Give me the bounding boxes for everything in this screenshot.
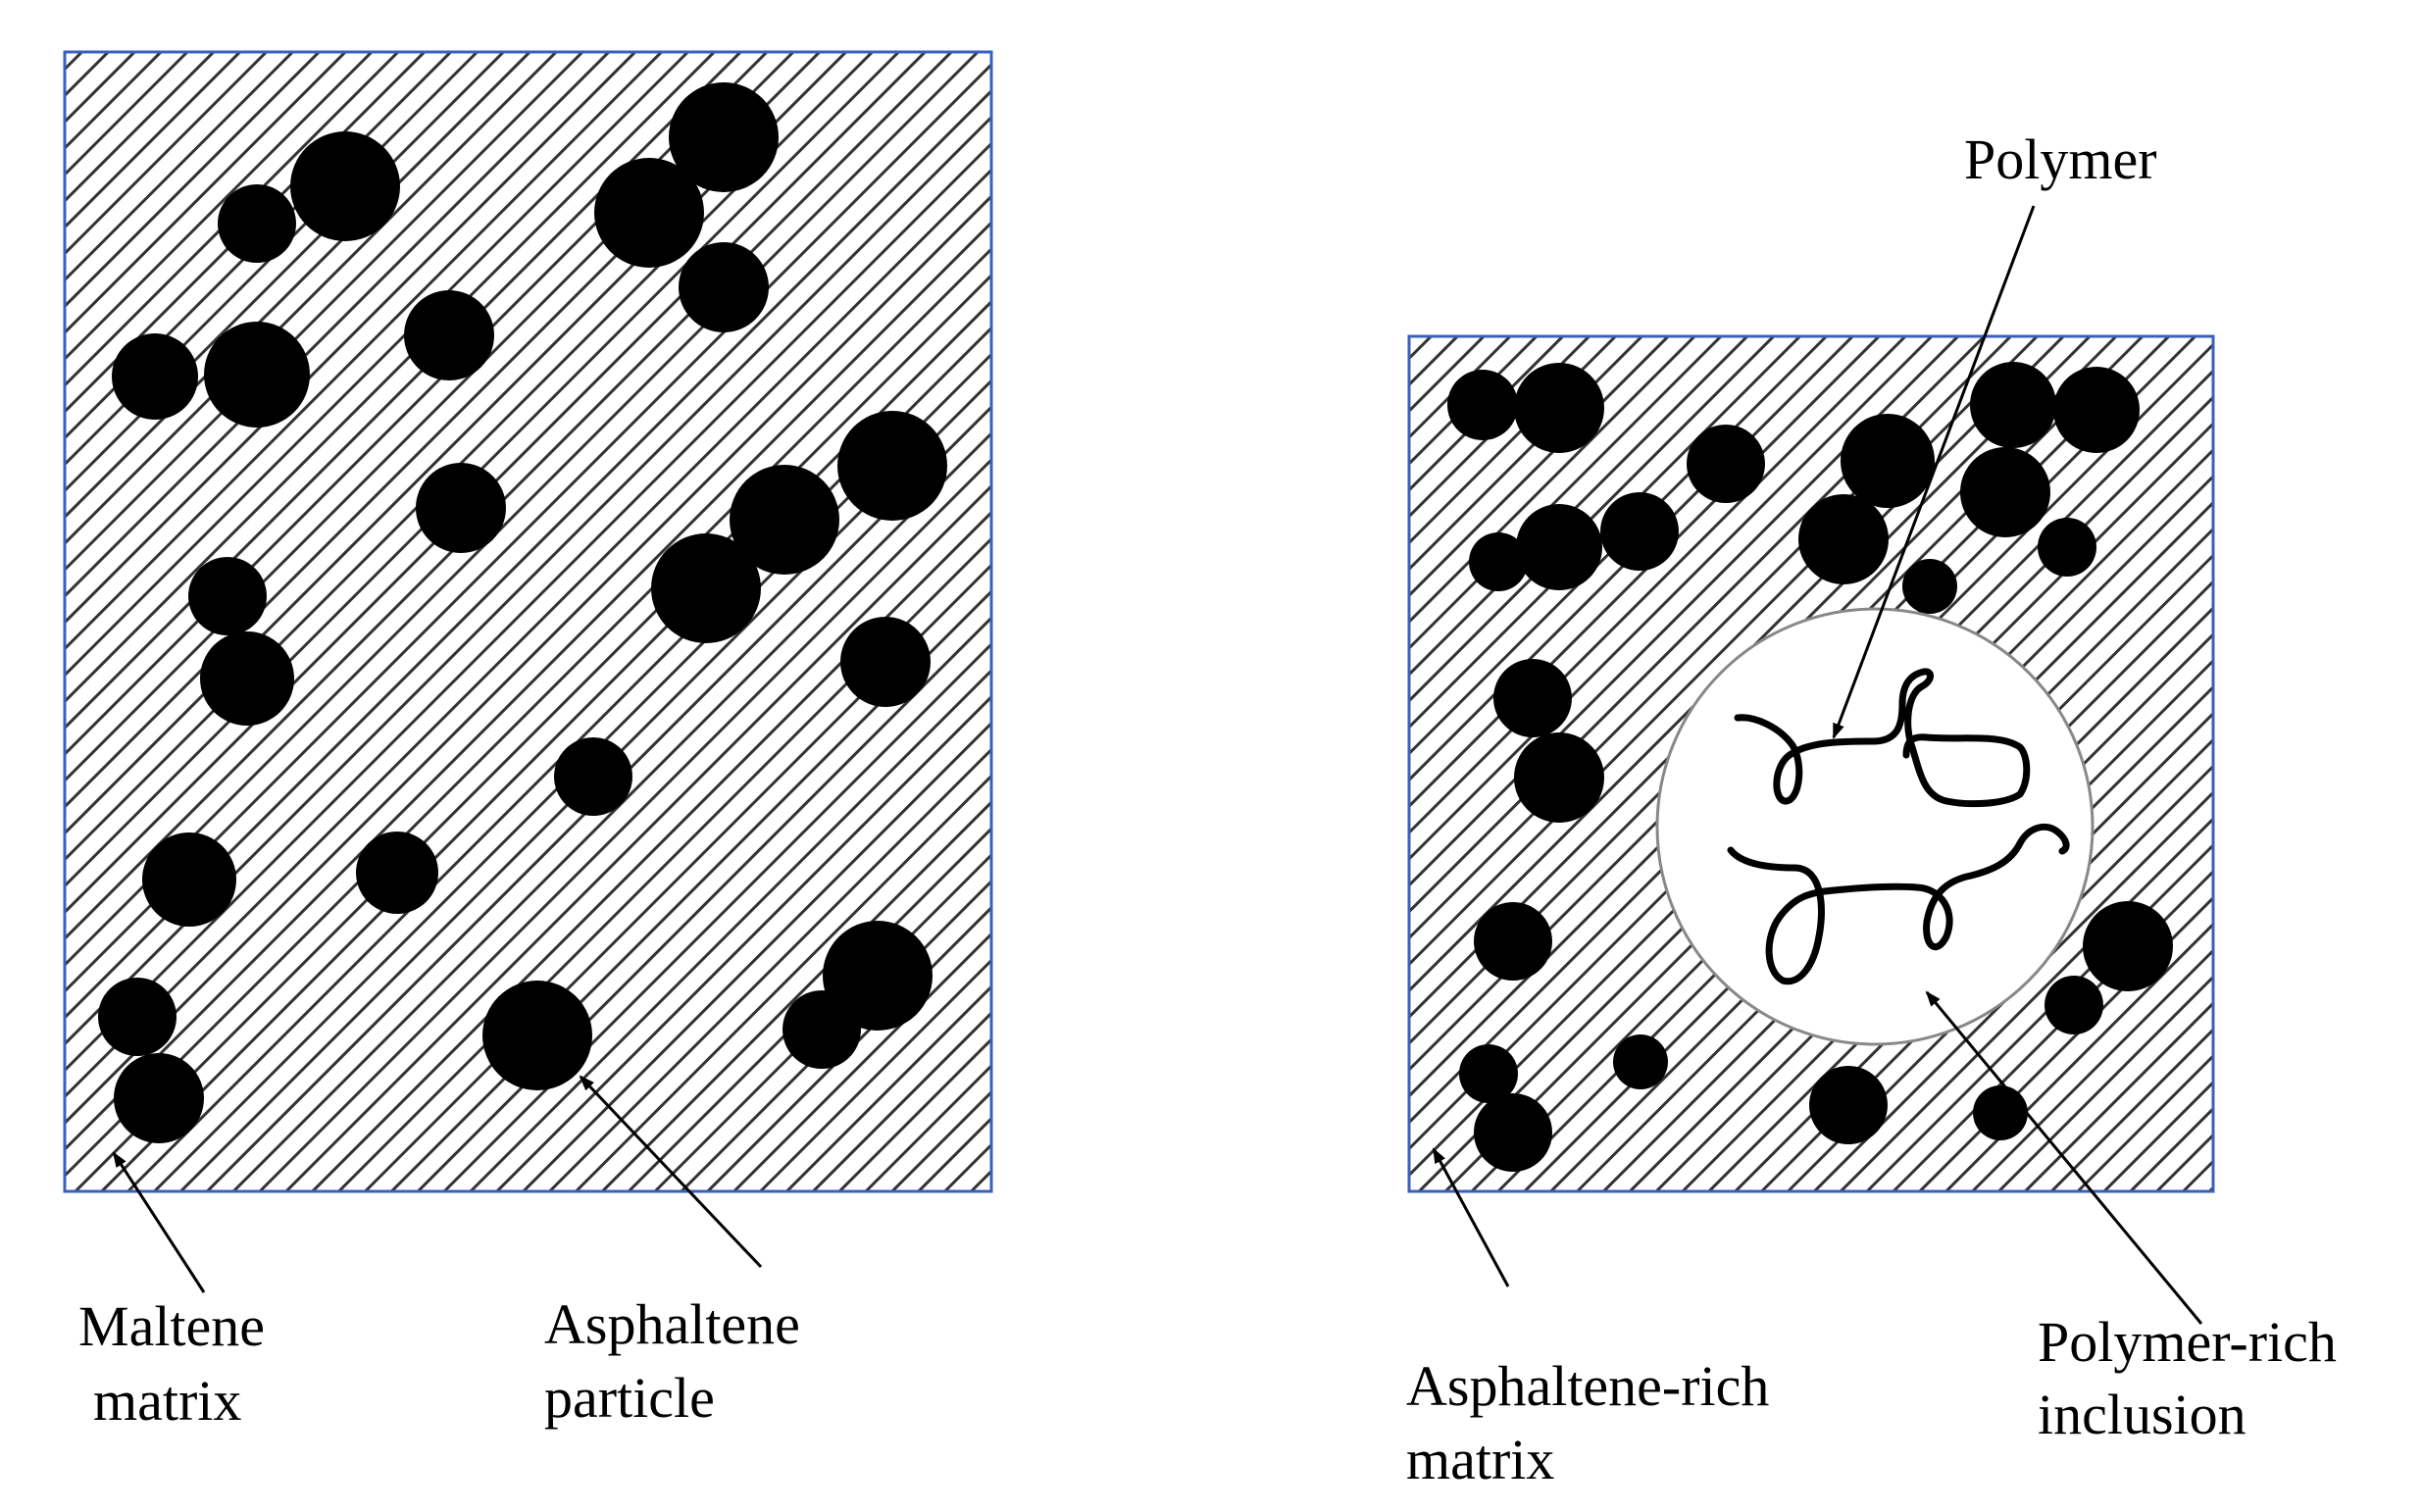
asphaltene-particle-right-18	[2044, 976, 2103, 1034]
asphaltene-particle-right-13	[1902, 559, 1957, 614]
arrow-maltene-matrix	[112, 1151, 206, 1293]
asphaltene-particle-right-10	[1516, 504, 1602, 590]
right-panel	[1407, 334, 2215, 1193]
arrow-asphaltene-particle	[579, 1075, 763, 1269]
asphaltene-particle-right-22	[1809, 1066, 1888, 1144]
asphaltene-particle-2	[218, 184, 296, 263]
asphaltene-particle-11	[651, 533, 761, 643]
polymer-rich-inclusion	[1655, 607, 2095, 1046]
asphaltene-particle-17	[142, 832, 236, 927]
asphaltene-particle-1	[290, 131, 400, 241]
asphaltene-particle-right-23	[1973, 1085, 2028, 1140]
label-maltene-matrix: Maltene matrix	[78, 1294, 279, 1433]
asphaltene-particles-group	[98, 82, 947, 1143]
asphaltene-particle-right-3	[1687, 425, 1765, 503]
polymer-chains	[1727, 668, 2070, 985]
asphaltene-particle-4	[594, 158, 704, 268]
polymer-chain-upper	[1734, 668, 2031, 808]
asphaltene-particle-12	[416, 463, 506, 553]
asphaltene-particle-21	[482, 981, 592, 1090]
asphaltene-particles-group-right	[1447, 362, 2173, 1172]
asphaltene-particle-8	[204, 322, 310, 428]
asphaltene-particle-right-5	[1970, 362, 2056, 448]
asphaltene-particle-right-9	[1469, 532, 1528, 591]
left-panel	[63, 50, 993, 1193]
asphaltene-particle-15	[840, 617, 931, 707]
label-asphaltene-rich-matrix: Asphaltene-rich matrix	[1406, 1354, 1784, 1491]
arrow-asphaltene-rich-matrix	[1432, 1147, 1510, 1287]
asphaltene-particle-14	[200, 631, 294, 726]
asphaltene-particle-3	[669, 82, 779, 192]
label-polymer: Polymer	[1964, 127, 2157, 191]
arrow-polymer	[1832, 205, 2036, 739]
asphaltene-particle-right-19	[1459, 1044, 1518, 1103]
labels: Maltene matrix Asphaltene particle Polym…	[78, 127, 2350, 1491]
asphaltene-particle-5	[679, 242, 769, 332]
asphaltene-particle-right-20	[1474, 1093, 1552, 1172]
asphaltene-particle-9	[837, 411, 947, 521]
asphaltene-particle-right-17	[2083, 901, 2173, 991]
asphaltene-particle-right-4	[1841, 414, 1935, 508]
asphaltene-particle-13	[188, 557, 267, 635]
asphaltene-particle-20	[782, 990, 861, 1069]
asphaltene-particle-right-8	[2038, 518, 2096, 577]
asphaltene-particle-7	[112, 333, 198, 420]
asphaltene-particle-right-15	[1514, 732, 1604, 823]
annotation-arrows	[112, 205, 2203, 1325]
asphaltene-particle-right-2	[1514, 363, 1604, 453]
asphaltene-particle-10	[730, 465, 839, 575]
asphaltene-particle-22	[98, 978, 177, 1056]
asphaltene-particle-right-11	[1600, 492, 1679, 571]
asphaltene-particle-right-7	[1960, 447, 2050, 537]
asphaltene-particle-18	[356, 832, 438, 914]
asphaltene-particle-23	[114, 1053, 204, 1143]
asphaltene-particle-16	[554, 737, 632, 816]
asphaltene-particle-right-14	[1493, 659, 1572, 737]
asphaltene-particle-right-1	[1447, 370, 1518, 440]
label-polymer-rich-inclusion: Polymer-rich inclusion	[2038, 1310, 2350, 1446]
asphaltene-particle-right-16	[1474, 902, 1552, 981]
asphaltene-particle-right-6	[2053, 367, 2140, 453]
asphaltene-particle-6	[404, 290, 494, 380]
asphaltene-particle-right-12	[1798, 494, 1889, 584]
polymer-chain-lower	[1727, 823, 2070, 985]
arrow-polymer-rich-inclusion	[1925, 990, 2203, 1325]
asphaltene-particle-right-21	[1613, 1034, 1668, 1089]
label-asphaltene-particle: Asphaltene particle	[544, 1292, 814, 1430]
